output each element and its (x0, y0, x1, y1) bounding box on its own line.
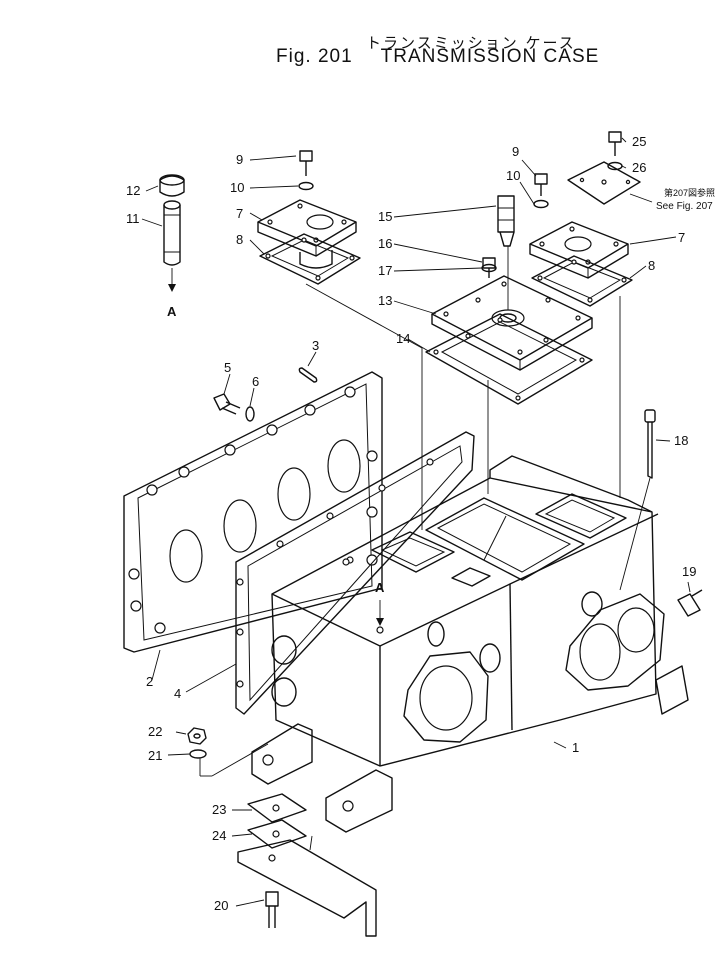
figure-title: Fig. 201 TRANSMISSION CASE (276, 46, 599, 68)
callout-25: 25 (632, 134, 646, 149)
part-18-dipstick (644, 409, 656, 479)
part-8-gasket-left (259, 233, 361, 285)
figure-title-japanese: トランスミッション ケース (366, 34, 576, 52)
part-22-nut (187, 727, 207, 745)
callout-9-right: 9 (512, 144, 519, 159)
part-3-pin (298, 367, 318, 383)
section-mark-a-top: A (167, 304, 177, 319)
callout-18: 18 (674, 433, 688, 448)
part-11-pipe (163, 200, 181, 292)
callout-15: 15 (378, 209, 392, 224)
callout-2: 2 (146, 674, 153, 689)
section-mark-a-case: A (375, 580, 385, 595)
callout-8-right: 8 (648, 258, 655, 273)
callout-1: 1 (572, 740, 579, 755)
callout-14: 14 (396, 331, 410, 346)
part-16-bolt (482, 257, 496, 278)
bracket (237, 839, 377, 937)
callout-7-right: 7 (678, 230, 685, 245)
callout-9-left: 9 (236, 152, 243, 167)
part-15-plug (497, 195, 515, 247)
callout-19: 19 (682, 564, 696, 579)
leader-lines (141, 137, 691, 907)
callout-17: 17 (378, 263, 392, 278)
part-20-bolt (265, 891, 279, 928)
callout-24: 24 (212, 828, 226, 843)
callout-21: 21 (148, 748, 162, 763)
part-8-gasket-right (531, 255, 633, 307)
callout-3: 3 (312, 338, 319, 353)
callout-12: 12 (126, 183, 140, 198)
part-23-shim (247, 793, 307, 823)
callout-20: 20 (214, 898, 228, 913)
callout-10-right: 10 (506, 168, 520, 183)
figure-title-english: TRANSMISSION CASE (380, 46, 600, 67)
callout-11: 11 (126, 211, 140, 226)
part-21-washer (189, 749, 207, 759)
callout-10-left: 10 (230, 180, 244, 195)
callout-8-left: 8 (236, 232, 243, 247)
figure-number: Fig. 201 (276, 46, 353, 67)
callout-13: 13 (378, 293, 392, 308)
callout-16: 16 (378, 236, 392, 251)
part-14-gasket (425, 313, 593, 405)
part-12-cap (159, 174, 185, 197)
part-19-plug (677, 589, 703, 617)
ref-note-en: See Fig. 207 (656, 201, 713, 212)
part-24-shim (247, 819, 307, 849)
part-7-cover-left (257, 199, 357, 269)
callout-23: 23 (212, 802, 226, 817)
part-1-transmission-case (251, 455, 689, 833)
callout-22: 22 (148, 724, 162, 739)
callout-labels: 1 2 3 4 5 6 7 7 8 8 9 9 10 10 11 12 13 1… (126, 134, 715, 913)
part-10-washer-left (298, 181, 314, 191)
part-9-bolt-right (534, 173, 548, 196)
part-10-washer-right (533, 199, 549, 209)
callout-4: 4 (174, 686, 181, 701)
ref-note-jp: 第207図参照 (664, 187, 715, 198)
part-9-bolt-left (299, 150, 313, 176)
callout-5: 5 (224, 360, 231, 375)
callout-7-left: 7 (236, 206, 243, 221)
callout-26: 26 (632, 160, 646, 175)
part-2-side-plate (123, 371, 383, 653)
callout-6: 6 (252, 374, 259, 389)
part-5-bolt (213, 393, 241, 415)
part-25-bolt (608, 131, 622, 156)
part-6-washer (245, 406, 255, 422)
plate-fig207 (567, 161, 641, 205)
part-4-gasket (235, 431, 475, 715)
part-7-cover-right (529, 221, 629, 279)
